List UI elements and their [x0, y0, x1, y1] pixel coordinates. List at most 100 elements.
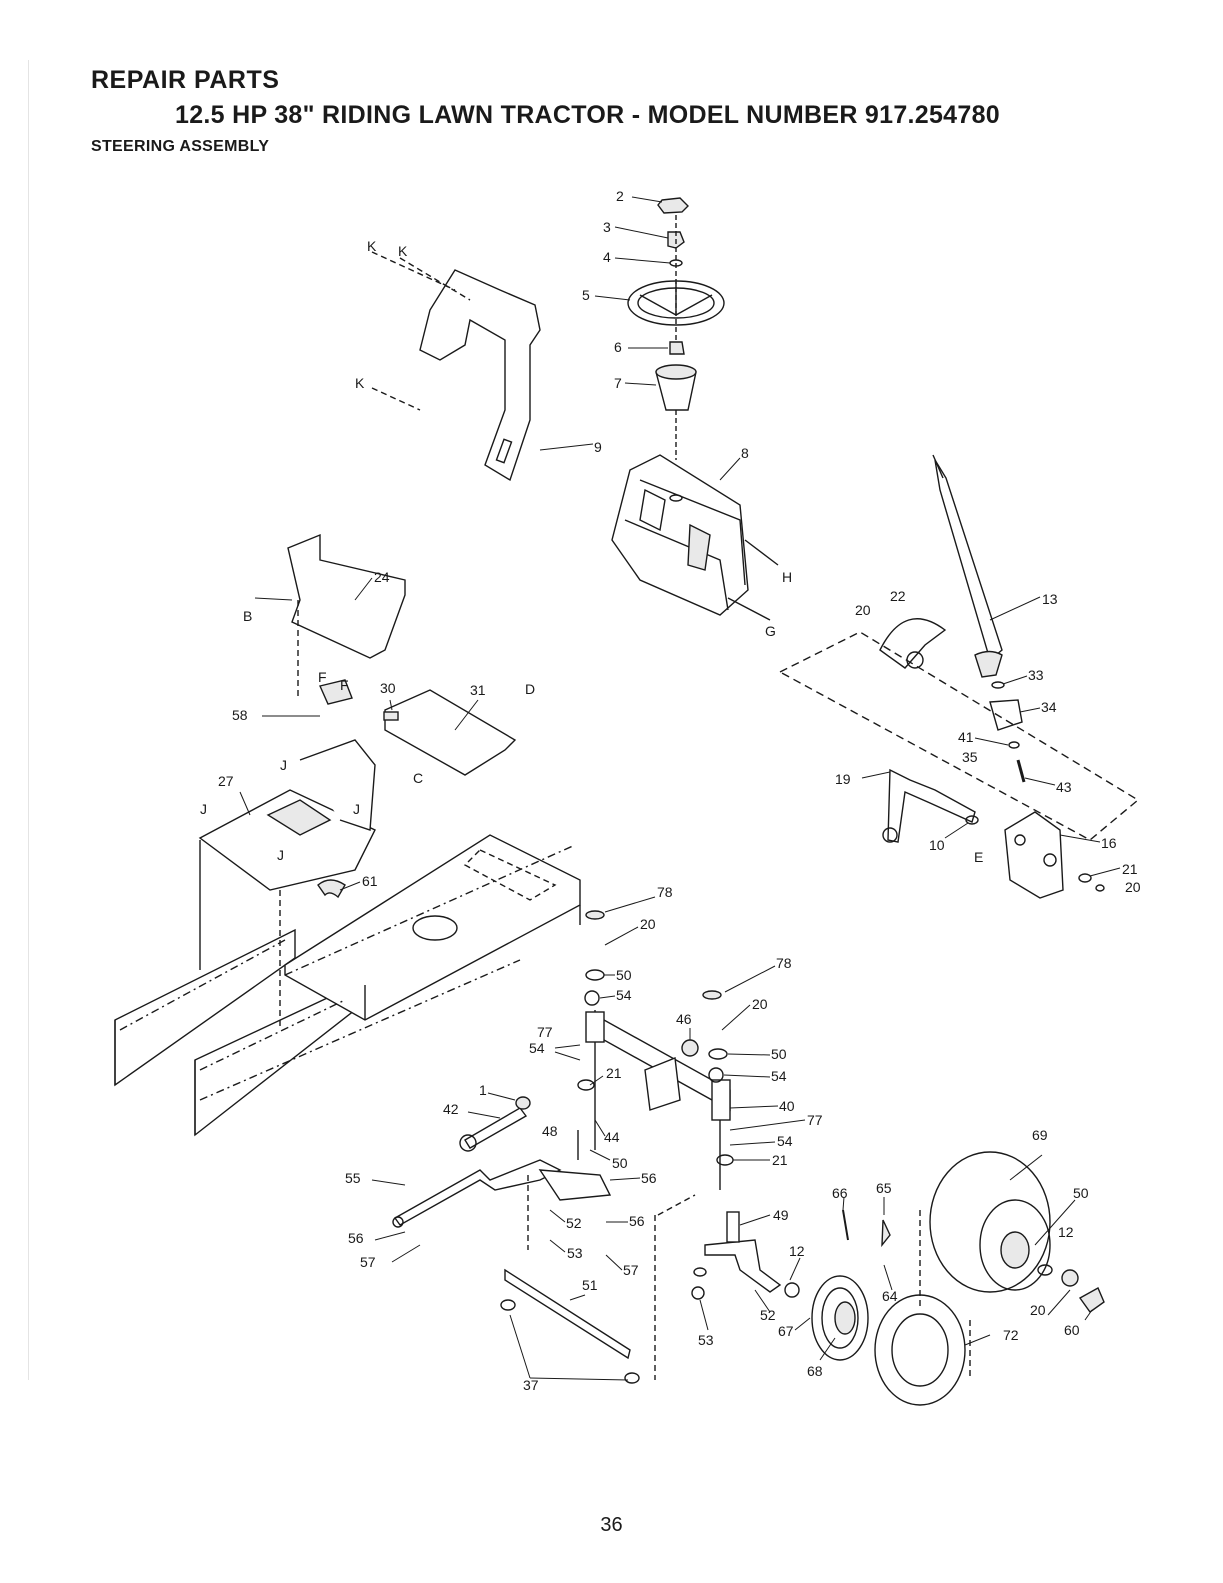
callout: 41: [958, 729, 974, 745]
front-axle: [577, 910, 734, 1190]
dash-panel: [611, 454, 779, 621]
callout: H: [782, 569, 792, 585]
callout: 72: [1003, 1327, 1019, 1343]
section-title: REPAIR PARTS: [91, 66, 280, 94]
callout: 50: [1073, 1185, 1089, 1201]
callout: 4: [603, 249, 611, 265]
callout: 56: [641, 1170, 657, 1186]
callout: 50: [771, 1046, 787, 1062]
scan-margin-line: [28, 60, 29, 1380]
callout: 68: [807, 1363, 823, 1379]
callout: 66: [832, 1185, 848, 1201]
frame-chassis: [114, 834, 581, 1137]
callout: 1: [479, 1082, 487, 1098]
callout: 50: [616, 967, 632, 983]
callout: 52: [760, 1307, 776, 1323]
callout: 60: [1064, 1322, 1080, 1338]
callout: 12: [1058, 1224, 1074, 1240]
callout: 6: [614, 339, 622, 355]
callout: 48: [542, 1123, 558, 1139]
callout: 40: [779, 1098, 795, 1114]
callout: 57: [623, 1262, 639, 1278]
assembly-title: STEERING ASSEMBLY: [91, 138, 270, 155]
callout: 27: [218, 773, 234, 789]
callout: 21: [1122, 861, 1138, 877]
callout: 24: [374, 569, 390, 585]
callout: 31: [470, 682, 486, 698]
callout: 49: [773, 1207, 789, 1223]
callout: J: [277, 847, 284, 863]
callout: D: [525, 681, 535, 697]
callout: 58: [232, 707, 248, 723]
callout: 44: [604, 1129, 620, 1145]
callout: 64: [882, 1288, 898, 1304]
callout: 10: [929, 837, 945, 853]
callout: 20: [640, 916, 656, 932]
callout: 20: [1125, 879, 1141, 895]
callout: K: [367, 238, 377, 254]
callout: J: [280, 757, 287, 773]
callout: 20: [1030, 1302, 1046, 1318]
callout: 9: [594, 439, 602, 455]
callout: 19: [835, 771, 851, 787]
front-wheel: [811, 1151, 1105, 1406]
callout: 46: [676, 1011, 692, 1027]
callout: 54: [777, 1133, 793, 1149]
callout: 13: [1042, 591, 1058, 607]
part-callouts: 2 3 4 5 6 7 8 9 K K K 24 B H G 13 22 20 …: [200, 188, 1141, 1393]
callout: 35: [962, 749, 978, 765]
drag-link: [882, 768, 1105, 899]
callout: E: [974, 849, 983, 865]
callout: K: [355, 375, 365, 391]
callout: 22: [890, 588, 906, 604]
callout: 53: [567, 1245, 583, 1261]
callout: 55: [345, 1170, 361, 1186]
tie-rod-and-spindles: [392, 1096, 800, 1384]
callout: 8: [741, 445, 749, 461]
callout: 78: [776, 955, 792, 971]
callout: K: [398, 243, 408, 259]
callout: 69: [1032, 1127, 1048, 1143]
callout: 43: [1056, 779, 1072, 795]
callout: 56: [348, 1230, 364, 1246]
callout: F: [340, 677, 349, 693]
callout: 12: [789, 1243, 805, 1259]
callout: 52: [566, 1215, 582, 1231]
callout: 54: [616, 987, 632, 1003]
model-title: 12.5 HP 38" RIDING LAWN TRACTOR - MODEL …: [175, 101, 1000, 129]
callout: 21: [772, 1152, 788, 1168]
callout: 65: [876, 1180, 892, 1196]
mounting-panel: [287, 533, 406, 700]
callout: 5: [582, 287, 590, 303]
callout: 57: [360, 1254, 376, 1270]
callout: 20: [752, 996, 768, 1012]
callout: 20: [855, 602, 871, 618]
callout: 21: [606, 1065, 622, 1081]
callout: 7: [614, 375, 622, 391]
callout: J: [353, 801, 360, 817]
callout: 37: [523, 1377, 539, 1393]
callout: 51: [582, 1277, 598, 1293]
callout: 61: [362, 873, 378, 889]
callout: G: [765, 623, 776, 639]
callout: 30: [380, 680, 396, 696]
callout: 16: [1101, 835, 1117, 851]
support-bracket: [371, 251, 541, 482]
callout: C: [413, 770, 423, 786]
callout: B: [243, 608, 252, 624]
page-number: 36: [600, 1514, 623, 1536]
callout: 42: [443, 1101, 459, 1117]
callout: 78: [657, 884, 673, 900]
callout: F: [318, 669, 327, 685]
leader-lines: [239, 196, 1121, 1381]
callout: J: [200, 801, 207, 817]
steering-shaft: [778, 454, 1140, 841]
callout: 34: [1041, 699, 1057, 715]
callout: 56: [629, 1213, 645, 1229]
callout: 77: [537, 1024, 553, 1040]
mounting-plate: [383, 689, 517, 776]
callout: 54: [771, 1068, 787, 1084]
callout: 33: [1028, 667, 1044, 683]
clip-and-strap: [317, 679, 353, 899]
